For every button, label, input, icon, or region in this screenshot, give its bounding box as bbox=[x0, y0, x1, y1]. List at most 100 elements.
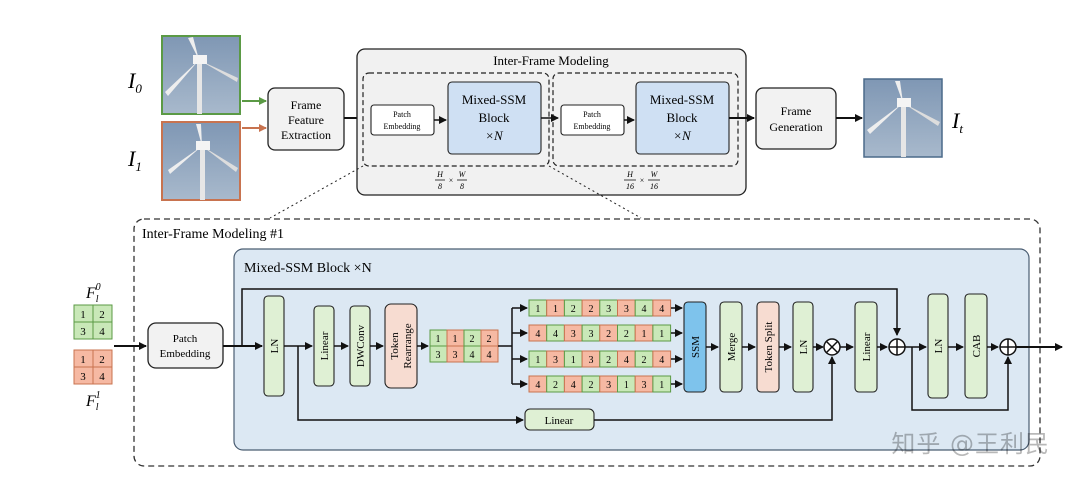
svg-text:Generation: Generation bbox=[769, 120, 822, 134]
scan-token-cell bbox=[652, 324, 672, 342]
patch-embedding-box: Patch Embedding bbox=[147, 322, 224, 369]
svg-text:LN: LN bbox=[269, 339, 281, 354]
svg-text:3: 3 bbox=[80, 371, 86, 383]
linear-box-2: Linear bbox=[854, 301, 878, 393]
svg-text:Feature: Feature bbox=[288, 113, 324, 127]
ln-box-3: LN bbox=[927, 293, 949, 399]
svg-text:Token: Token bbox=[389, 332, 401, 360]
svg-text:2: 2 bbox=[470, 334, 475, 345]
svg-text:16: 16 bbox=[650, 182, 658, 191]
scan-token-label: 2 bbox=[553, 380, 558, 391]
svg-text:×N: ×N bbox=[673, 128, 692, 143]
svg-text:4: 4 bbox=[470, 350, 475, 361]
detail-title: Inter-Frame Modeling #1 bbox=[142, 227, 284, 242]
scan-token-label: 3 bbox=[606, 304, 611, 315]
svg-text:Extraction: Extraction bbox=[281, 128, 331, 142]
svg-text:CAB: CAB bbox=[971, 335, 983, 358]
scan-token-label: 1 bbox=[535, 355, 540, 366]
scan-token-label: 4 bbox=[642, 304, 647, 315]
mixed-ssm-block-panel bbox=[233, 248, 1030, 451]
ln-box-1: LN bbox=[263, 295, 285, 397]
svg-text:Linear: Linear bbox=[545, 415, 574, 427]
frame-feature-extraction-box: Frame Feature Extraction bbox=[267, 87, 345, 151]
scan-token-cell bbox=[652, 375, 672, 393]
svg-text:SSM: SSM bbox=[690, 336, 702, 358]
scan-token-label: 1 bbox=[624, 380, 629, 391]
scan-token-label: 3 bbox=[624, 304, 629, 315]
inter-frame-modeling-detail-panel bbox=[133, 218, 1041, 467]
output-label: It bbox=[951, 108, 963, 136]
svg-text:Token Split: Token Split bbox=[763, 322, 775, 373]
svg-text:Block: Block bbox=[478, 110, 510, 125]
scan-token-label: 2 bbox=[642, 355, 647, 366]
scan-token-label: 4 bbox=[535, 380, 540, 391]
scan-token-label: 3 bbox=[606, 380, 611, 391]
ln-box-2: LN bbox=[792, 301, 814, 393]
svg-text:W: W bbox=[459, 170, 467, 179]
svg-text:1: 1 bbox=[80, 309, 86, 321]
scan-token-label: 1 bbox=[535, 304, 540, 315]
inter-frame-title: Inter-Frame Modeling bbox=[493, 53, 609, 68]
svg-text:1: 1 bbox=[453, 334, 458, 345]
scan-token-label: 3 bbox=[642, 380, 647, 391]
scan-token-label: 3 bbox=[553, 355, 558, 366]
cab-box: CAB bbox=[964, 293, 988, 399]
svg-text:DWConv: DWConv bbox=[355, 324, 367, 367]
add-operator-1 bbox=[888, 338, 906, 356]
scan-token-label: 2 bbox=[624, 329, 629, 340]
svg-text:1: 1 bbox=[436, 334, 441, 345]
scan-token-label: 2 bbox=[571, 304, 576, 315]
scan-token-label: 4 bbox=[659, 304, 664, 315]
svg-text:Mixed-SSM: Mixed-SSM bbox=[462, 92, 527, 107]
svg-text:16: 16 bbox=[626, 182, 634, 191]
mixed-ssm-block-2: Mixed-SSM Block ×N bbox=[635, 81, 730, 155]
svg-text:Linear: Linear bbox=[861, 332, 873, 361]
scan-token-cell bbox=[652, 299, 672, 317]
scan-token-label: 4 bbox=[659, 355, 664, 366]
svg-text:Patch: Patch bbox=[583, 110, 601, 119]
scale-label-2: H 16 × W 16 bbox=[624, 170, 660, 191]
svg-text:LN: LN bbox=[933, 339, 945, 354]
f0-label: Fl0 bbox=[85, 282, 101, 305]
f1-label: Fl1 bbox=[85, 390, 101, 413]
svg-text:Embedding: Embedding bbox=[384, 122, 421, 131]
svg-text:3: 3 bbox=[80, 326, 86, 338]
linear-box-bottom: Linear bbox=[524, 408, 595, 431]
scan-token-label: 2 bbox=[606, 355, 611, 366]
f0-grid: 1 2 3 4 bbox=[73, 304, 113, 340]
frame-generation-box: Frame Generation bbox=[755, 87, 837, 150]
f1-grid: 1 2 3 4 bbox=[73, 349, 113, 385]
patch-embedding-small-1: Patch Embedding bbox=[370, 104, 435, 136]
token-split-box: Token Split bbox=[756, 301, 780, 393]
input-image-0 bbox=[161, 35, 241, 115]
scan-token-label: 3 bbox=[588, 329, 593, 340]
svg-text:Patch: Patch bbox=[173, 333, 198, 345]
scan-token-label: 4 bbox=[571, 380, 576, 391]
svg-text:8: 8 bbox=[438, 182, 442, 191]
scan-token-cell bbox=[652, 350, 672, 368]
input0-label: I0 bbox=[127, 68, 142, 96]
svg-text:2: 2 bbox=[487, 334, 492, 345]
svg-text:×: × bbox=[449, 176, 454, 185]
input-image-1 bbox=[161, 121, 241, 201]
mixed-ssm-block-1: Mixed-SSM Block ×N bbox=[447, 81, 542, 155]
svg-text:Embedding: Embedding bbox=[574, 122, 611, 131]
svg-text:LN: LN bbox=[798, 340, 810, 355]
svg-text:2: 2 bbox=[99, 309, 105, 321]
svg-text:4: 4 bbox=[99, 326, 105, 338]
scan-token-label: 1 bbox=[553, 304, 558, 315]
svg-text:Frame: Frame bbox=[781, 104, 812, 118]
svg-text:Rearrange: Rearrange bbox=[402, 323, 414, 368]
ssm-box: SSM bbox=[683, 301, 707, 393]
svg-text:4: 4 bbox=[99, 371, 105, 383]
svg-text:Block: Block bbox=[666, 110, 698, 125]
merge-box: Merge bbox=[719, 301, 743, 393]
svg-text:H: H bbox=[626, 170, 634, 179]
scan-token-label: 4 bbox=[553, 329, 558, 340]
svg-text:×N: ×N bbox=[485, 128, 504, 143]
svg-text:×: × bbox=[640, 176, 645, 185]
svg-text:Linear: Linear bbox=[319, 331, 331, 360]
add-operator-2 bbox=[999, 338, 1017, 356]
mixed-ssm-block-title: Mixed-SSM Block ×N bbox=[244, 261, 372, 276]
